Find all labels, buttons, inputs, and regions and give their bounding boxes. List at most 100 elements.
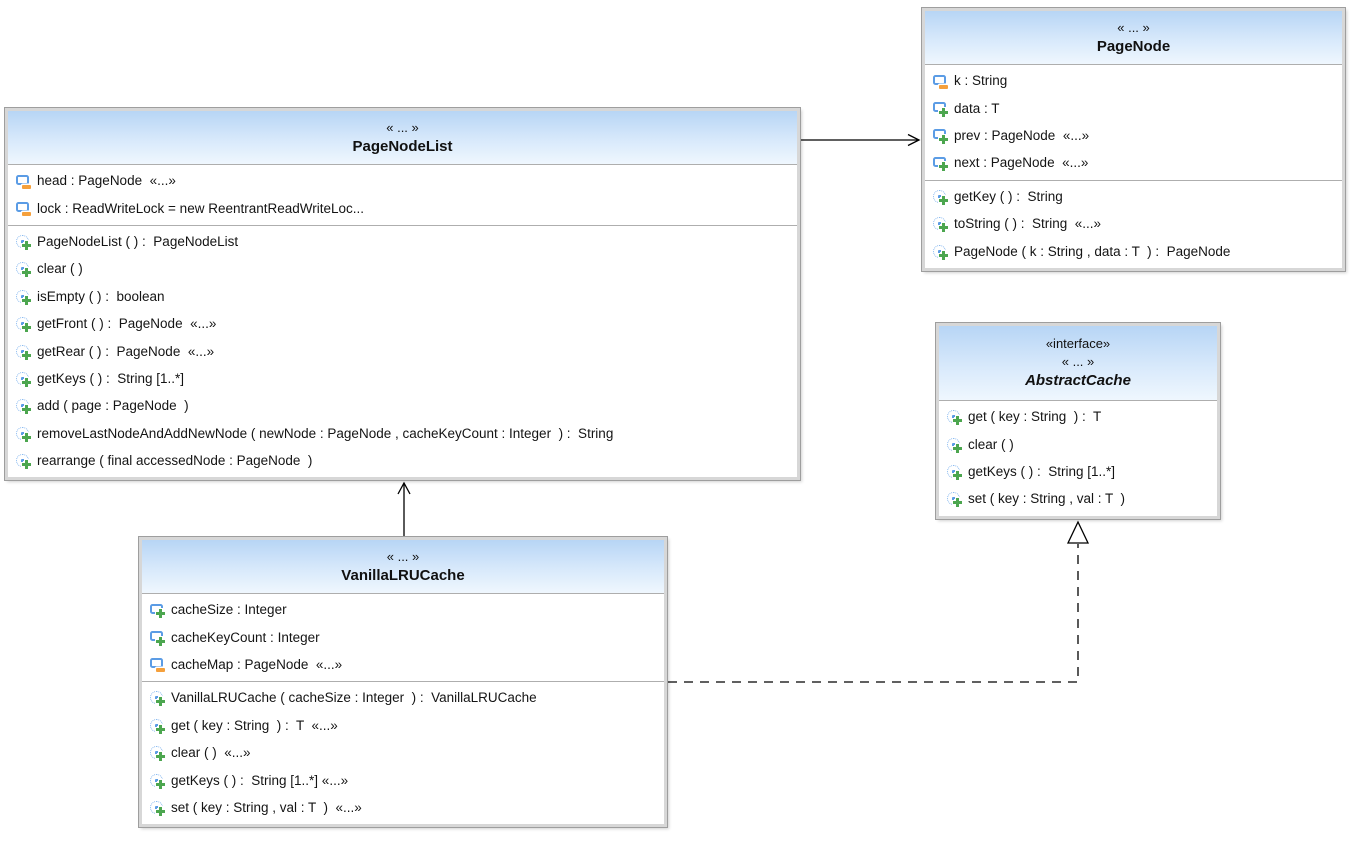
method-public-icon <box>15 316 32 334</box>
class-node-abstractcache[interactable]: «interface» « ... » AbstractCache get ( … <box>935 322 1221 520</box>
member-row[interactable]: clear ( ) «...» <box>142 739 664 766</box>
method-public-icon <box>946 409 963 427</box>
member-text: rearrange ( final accessedNode : PageNod… <box>37 453 313 469</box>
member-text: set ( key : String , val : T ) <box>968 491 1126 507</box>
member-row[interactable]: get ( key : String ) : T «...» <box>142 712 664 739</box>
class-name: PageNode <box>1096 37 1171 55</box>
member-row[interactable]: data : T <box>925 94 1342 121</box>
method-public-icon <box>15 425 32 443</box>
member-text: getRear ( ) : PageNode «...» <box>37 343 215 359</box>
field-package-icon <box>932 73 949 89</box>
field-package-icon <box>149 656 166 673</box>
method-public-icon <box>15 370 32 388</box>
member-row[interactable]: PageNode ( k : String , data : T ) : Pag… <box>925 237 1342 264</box>
member-text: PageNode ( k : String , data : T ) : Pag… <box>954 243 1231 259</box>
member-row[interactable]: cacheMap : PageNode «...» <box>142 651 664 678</box>
member-text: isEmpty ( ) : boolean <box>37 288 165 304</box>
member-row[interactable]: getKeys ( ) : String [1..*] <box>939 458 1217 485</box>
member-row[interactable]: set ( key : String , val : T ) «...» <box>142 794 664 821</box>
member-row[interactable]: getKeys ( ) : String [1..*] <box>8 365 797 392</box>
member-row[interactable]: cacheSize : Integer <box>142 596 664 623</box>
stereotype-label: « ... » <box>1061 354 1095 369</box>
methods-section: PageNodeList ( ) : PageNodeList clear ( )… <box>8 226 797 478</box>
member-text: PageNodeList ( ) : PageNodeList <box>37 233 239 249</box>
method-public-icon <box>946 491 963 509</box>
member-text: getKeys ( ) : String [1..*] <box>968 463 1116 479</box>
class-name: VanillaLRUCache <box>341 566 465 584</box>
field-public-icon <box>149 629 166 647</box>
class-node-pagenode[interactable]: « ... » PageNode k : String data : T prev … <box>921 7 1346 272</box>
fields-section: cacheSize : Integer cacheKeyCount : Integ… <box>142 594 664 683</box>
field-package-icon <box>15 173 32 189</box>
member-row[interactable]: add ( page : PageNode ) <box>8 392 797 419</box>
member-row[interactable]: head : PageNode «...» <box>8 167 797 194</box>
member-row[interactable]: VanillaLRUCache ( cacheSize : Integer ) … <box>142 684 664 711</box>
member-text: prev : PageNode «...» <box>954 127 1090 143</box>
stereotype-label: « ... » <box>1117 19 1150 35</box>
stereotype-label: « ... » <box>386 548 420 564</box>
method-public-icon <box>946 463 963 481</box>
member-text: get ( key : String ) : T «...» <box>171 717 338 733</box>
member-text: getKeys ( ) : String [1..*] <box>37 370 185 386</box>
member-row[interactable]: getRear ( ) : PageNode «...» <box>8 337 797 364</box>
member-row[interactable]: next : PageNode «...» <box>925 149 1342 176</box>
member-text: clear ( ) <box>37 261 83 277</box>
class-header[interactable]: « ... » PageNodeList <box>8 111 797 165</box>
method-public-icon <box>149 690 166 708</box>
method-public-icon <box>149 745 166 763</box>
method-public-icon <box>15 343 32 361</box>
class-node-pagenodelist[interactable]: « ... » PageNodeList head : PageNode «..… <box>4 106 801 482</box>
member-text: lock : ReadWriteLock = new ReentrantRead… <box>37 200 365 216</box>
member-row[interactable]: rearrange ( final accessedNode : PageNod… <box>8 447 797 474</box>
member-text: getKey ( ) : String <box>954 188 1063 204</box>
member-row[interactable]: clear ( ) <box>8 255 797 282</box>
method-public-icon <box>15 233 32 251</box>
member-row[interactable]: isEmpty ( ) : boolean <box>8 283 797 310</box>
class-header[interactable]: « ... » PageNode <box>925 11 1342 65</box>
member-row[interactable]: get ( key : String ) : T <box>939 403 1217 430</box>
method-public-icon <box>932 243 949 261</box>
member-text: removeLastNodeAndAddNewNode ( newNode : … <box>37 425 614 441</box>
member-text: add ( page : PageNode ) <box>37 398 189 414</box>
member-row[interactable]: getFront ( ) : PageNode «...» <box>8 310 797 337</box>
member-text: cacheSize : Integer <box>171 602 287 618</box>
member-row[interactable]: clear ( ) <box>939 430 1217 457</box>
field-public-icon <box>149 602 166 620</box>
member-text: next : PageNode «...» <box>954 155 1089 171</box>
member-row[interactable]: prev : PageNode «...» <box>925 122 1342 149</box>
member-row[interactable]: lock : ReadWriteLock = new ReentrantRead… <box>8 194 797 221</box>
member-text: cacheKeyCount : Integer <box>171 629 320 645</box>
edge-pagenodelist-to-pagenode[interactable] <box>801 133 921 147</box>
class-header[interactable]: «interface» « ... » AbstractCache <box>939 326 1217 401</box>
methods-section: VanillaLRUCache ( cacheSize : Integer ) … <box>142 682 664 824</box>
member-row[interactable]: getKeys ( ) : String [1..*] «...» <box>142 766 664 793</box>
fields-section: k : String data : T prev : PageNode «...» n… <box>925 65 1342 181</box>
member-text: head : PageNode «...» <box>37 173 176 189</box>
member-text: toString ( ) : String «...» <box>954 216 1102 232</box>
class-name: AbstractCache <box>1025 372 1131 389</box>
member-row[interactable]: cacheKeyCount : Integer <box>142 623 664 650</box>
method-public-icon <box>946 436 963 454</box>
member-row[interactable]: getKey ( ) : String <box>925 183 1342 210</box>
class-node-vanillalrucache[interactable]: « ... » VanillaLRUCache cacheSize : Inte… <box>138 535 668 829</box>
member-text: k : String <box>954 73 1008 89</box>
method-public-icon <box>149 799 166 817</box>
method-public-icon <box>15 453 32 471</box>
method-public-icon <box>15 398 32 416</box>
member-row[interactable]: removeLastNodeAndAddNewNode ( newNode : … <box>8 420 797 447</box>
edge-vanillalrucache-realizes-abstractcache[interactable] <box>668 520 1090 683</box>
method-public-icon <box>15 261 32 279</box>
member-row[interactable]: toString ( ) : String «...» <box>925 210 1342 237</box>
member-text: getKeys ( ) : String [1..*] «...» <box>171 772 349 788</box>
field-public-icon <box>932 100 949 118</box>
member-text: clear ( ) «...» <box>171 745 251 761</box>
member-row[interactable]: PageNodeList ( ) : PageNodeList <box>8 228 797 255</box>
edge-vanillalrucache-to-pagenodelist[interactable] <box>397 481 411 536</box>
member-row[interactable]: set ( key : String , val : T ) <box>939 485 1217 512</box>
member-row[interactable]: k : String <box>925 67 1342 94</box>
stereotype-interface-label: «interface» <box>1045 336 1111 351</box>
class-header[interactable]: « ... » VanillaLRUCache <box>142 540 664 594</box>
member-text: getFront ( ) : PageNode «...» <box>37 316 217 332</box>
